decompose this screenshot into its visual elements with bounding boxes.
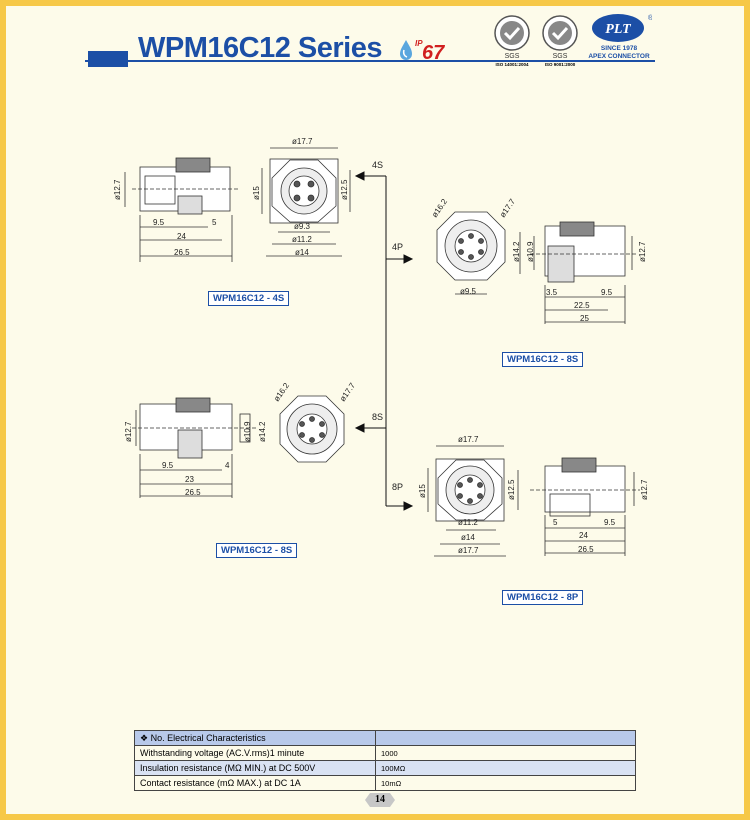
branch-label-4s: 4S xyxy=(372,160,384,170)
dim-label: ø10.9 xyxy=(243,421,252,442)
plt-brand-logo: PLT ® SINCE 1978 APEX CONNECTOR xyxy=(588,14,652,60)
registered-mark: ® xyxy=(648,14,652,22)
dim-label: 25 xyxy=(580,314,589,323)
table-header-cell-empty xyxy=(375,730,636,746)
dim-label: ø12.7 xyxy=(638,241,647,262)
cert2-caption: ISO 9001:2000 xyxy=(545,62,576,67)
water-drop-icon xyxy=(400,40,412,60)
dim-label: 5 xyxy=(553,518,558,527)
drawing-4s-side xyxy=(124,157,238,262)
dim-label: ø14.2 xyxy=(258,421,267,442)
row-value: 100MΩ xyxy=(375,760,636,776)
dim-label: ø11.2 xyxy=(292,235,312,244)
dim-label: 24 xyxy=(177,232,186,241)
page-background xyxy=(6,6,744,814)
dim-label: 24 xyxy=(579,531,588,540)
branch-lines xyxy=(354,171,414,511)
row-value: 1000 xyxy=(375,745,636,761)
drawing-8s-side-right xyxy=(519,221,638,324)
dim-label: ø12.7 xyxy=(640,479,649,500)
drawing-4s-front xyxy=(261,147,351,257)
dim-label: 23 xyxy=(185,475,194,484)
drawing-8s-front-left xyxy=(279,395,345,463)
ip67-badge: IP 67 xyxy=(400,39,445,62)
iso9001-seal-icon: SGS ISO 9001:2000 xyxy=(542,15,578,67)
drawing-8p-front xyxy=(427,445,519,557)
dim-label: 26.5 xyxy=(185,488,201,497)
drawing-tag-8s-right: WPM16C12 - 8S xyxy=(502,352,584,367)
dim-label: ø17.7 xyxy=(458,435,479,444)
page-number-badge: 14 xyxy=(365,793,395,807)
table-header-row: ❖ No. Electrical Characteristics xyxy=(134,730,636,746)
drawing-tag-8s-left: WPM16C12 - 8S xyxy=(216,543,298,558)
dim-label: 9.5 xyxy=(601,288,613,297)
dim-label: ø17.7 xyxy=(458,546,479,555)
dim-label: ø10.9 xyxy=(526,241,535,262)
table-row: Insulation resistance (MΩ MIN.) at DC 50… xyxy=(134,760,636,776)
row-label: Contact resistance (mΩ MAX.) at DC 1A xyxy=(134,775,376,791)
dim-label: ø14.2 xyxy=(512,241,521,262)
branch-label-8p: 8P xyxy=(392,482,404,492)
dim-label: 26.5 xyxy=(578,545,594,554)
dim-label: ø15 xyxy=(418,484,427,498)
dim-label: 26.5 xyxy=(174,248,190,257)
dim-label: ø9.5 xyxy=(460,287,477,296)
drawing-8s-side-left xyxy=(132,397,256,498)
drawing-8s-front-right xyxy=(436,211,506,295)
table-row: Contact resistance (mΩ MAX.) at DC 1A 10… xyxy=(134,775,636,791)
dim-label: ø11.2 xyxy=(458,518,478,527)
drawing-8p-side xyxy=(530,457,640,556)
table-row: Withstanding voltage (AC.V.rms)1 minute … xyxy=(134,745,636,761)
dim-label: ø14 xyxy=(461,533,475,542)
cert1-label: SGS xyxy=(505,53,520,60)
dim-label: 4 xyxy=(225,461,230,470)
dim-label: 9.5 xyxy=(162,461,174,470)
drawing-tag-8p: WPM16C12 - 8P xyxy=(502,590,584,605)
ip-rating: 67 xyxy=(422,42,445,62)
technical-drawings xyxy=(124,147,640,557)
row-label: Withstanding voltage (AC.V.rms)1 minute xyxy=(134,745,376,761)
cert2-label: SGS xyxy=(553,53,568,60)
dim-label: ø15 xyxy=(252,186,261,200)
dim-label: 5 xyxy=(212,218,217,227)
branch-label-8s: 8S xyxy=(372,412,384,422)
dim-label: ø9.3 xyxy=(294,222,311,231)
branch-label-4p: 4P xyxy=(392,242,404,252)
ip-prefix: IP xyxy=(415,39,423,48)
header-underline xyxy=(85,60,655,62)
electrical-characteristics-table: ❖ No. Electrical Characteristics Withsta… xyxy=(134,730,636,791)
drawing-tag-4s: WPM16C12 - 4S xyxy=(208,291,290,306)
dim-label: 22.5 xyxy=(574,301,590,310)
iso14001-seal-icon: SGS ISO 14001:2004 xyxy=(494,15,530,67)
dim-label: ø14 xyxy=(295,248,309,257)
row-label: Insulation resistance (MΩ MIN.) at DC 50… xyxy=(134,760,376,776)
page-number: 14 xyxy=(375,794,385,805)
header-accent-block xyxy=(88,51,128,67)
table-header-cell: ❖ No. Electrical Characteristics xyxy=(134,730,376,746)
dim-label: ø12.5 xyxy=(340,179,349,200)
cert1-caption: ISO 14001:2004 xyxy=(495,62,529,67)
dim-label: 9.5 xyxy=(604,518,616,527)
dim-label: ø12.7 xyxy=(113,179,122,200)
dim-label: 9.5 xyxy=(153,218,165,227)
brand-logo-text: PLT xyxy=(605,22,632,37)
brand-tagline-1: SINCE 1978 xyxy=(601,45,638,52)
dim-label: ø12.7 xyxy=(124,421,133,442)
page-title: WPM16C12 Series xyxy=(138,32,382,64)
dim-label: 3.5 xyxy=(546,288,558,297)
dim-label: ø12.5 xyxy=(507,479,516,500)
brand-tagline-2: APEX CONNECTOR xyxy=(588,53,650,60)
dim-label: ø17.7 xyxy=(292,137,313,146)
row-value: 10mΩ xyxy=(375,775,636,791)
